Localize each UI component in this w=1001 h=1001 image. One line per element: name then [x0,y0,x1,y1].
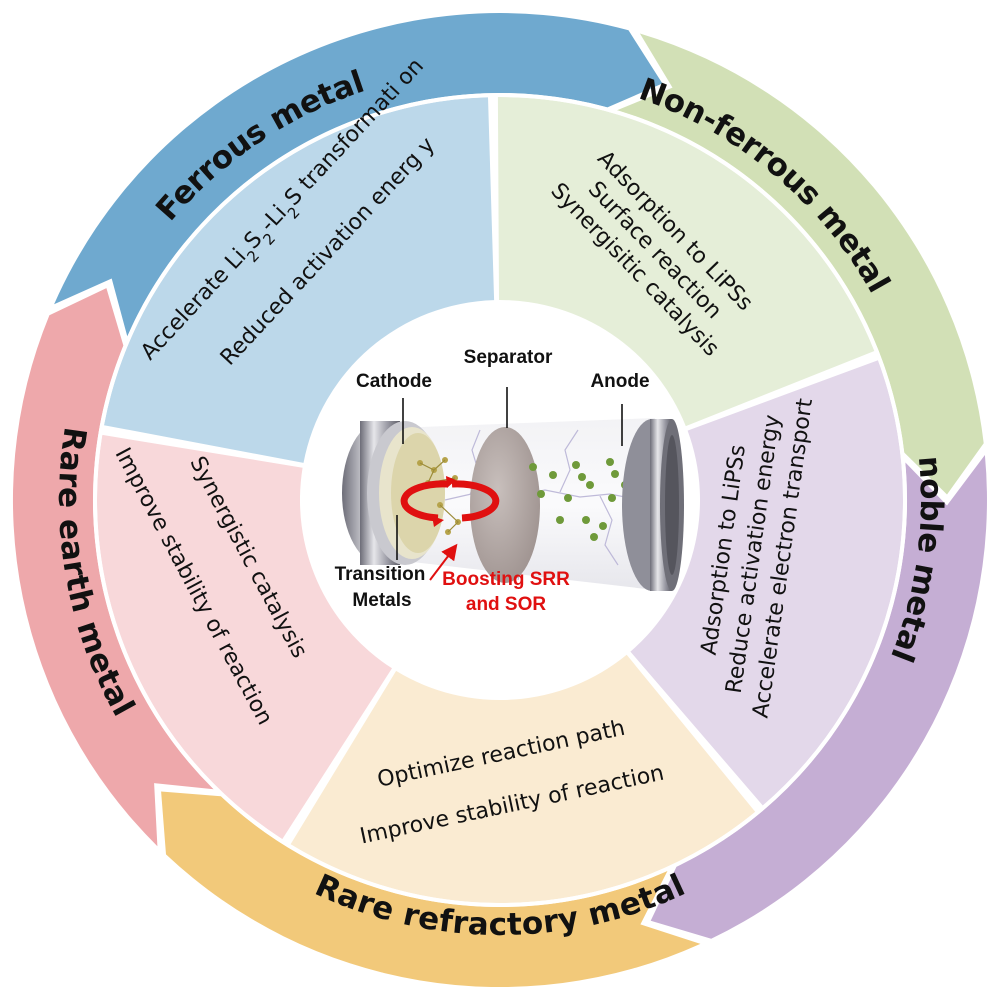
polysulfide-particles [529,458,629,541]
ring-divider [93,93,907,907]
inner-segment-noble [630,360,904,806]
outer-segment-rare-refractory [161,791,701,988]
outer-segment-non-ferrous [617,33,984,495]
outer-segment-ferrous [54,13,663,337]
boosting-label-line1: Boosting SRR [442,569,570,590]
inner-segment-rare-earth [97,434,393,840]
transition-metals-label-line2: Metals [352,590,411,611]
inner-ring [93,93,907,907]
anode-cell [622,419,684,591]
anode-label: Anode [590,371,649,392]
cathode-label: Cathode [356,371,432,392]
inner-segment-ferrous [104,97,495,463]
leader-lines [396,387,623,560]
inner-segment-rare-refractory [290,654,756,904]
outer-segment-rare-earth [12,288,214,847]
inner-segment-non-ferrous [497,96,875,427]
boosting-label-line2: and SOR [466,594,547,615]
boost-arrow-icon [429,543,458,581]
outer-ring [12,13,987,988]
separator-label: Separator [464,347,553,368]
cathode-cell [342,421,445,565]
separator-disk [470,427,540,583]
transition-metals-label-line1: Transition [335,564,426,585]
outer-segment-noble [650,455,987,939]
redox-cycle-icon [400,476,500,527]
battery-illustration [342,387,684,591]
